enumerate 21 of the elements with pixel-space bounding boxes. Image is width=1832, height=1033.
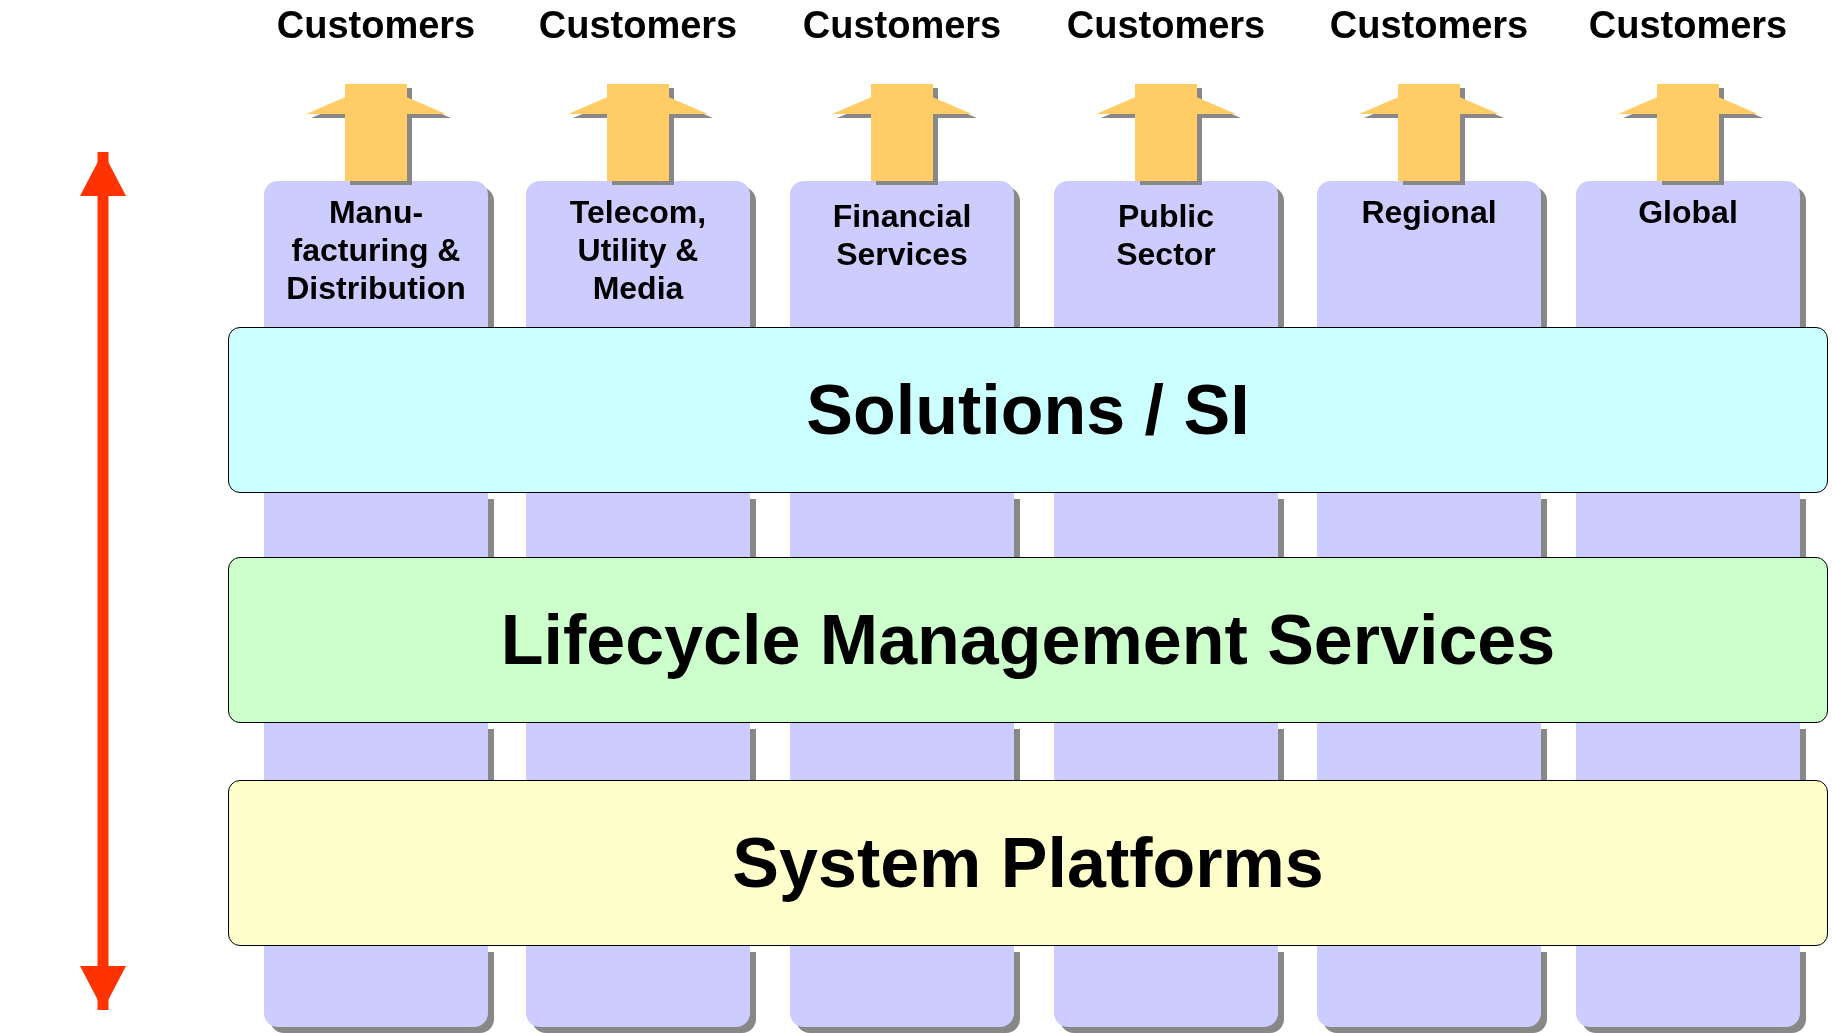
segment-label: Global xyxy=(1637,193,1739,231)
segment-label: Regional xyxy=(1360,193,1498,231)
segment-label: Financial Services xyxy=(831,197,973,273)
customers-label: Customers xyxy=(1041,4,1291,47)
customers-label: Customers xyxy=(513,4,763,47)
block-arrow xyxy=(1618,84,1758,181)
block-arrow xyxy=(306,84,446,181)
layer-band: Lifecycle Management Services xyxy=(228,557,1828,723)
customers-label: Customers xyxy=(1304,4,1554,47)
customers-label: Customers xyxy=(777,4,1027,47)
customers-label: Customers xyxy=(1563,4,1813,47)
layer-band: Solutions / SI xyxy=(228,327,1828,493)
segment-label: Manu- facturing & Distribution xyxy=(285,193,467,307)
customers-label: Customers xyxy=(251,4,501,47)
segment-label: Telecom, Utility & Media xyxy=(568,193,708,307)
block-arrow xyxy=(1359,84,1499,181)
segment-label: Public Sector xyxy=(1115,197,1217,273)
layer-band: System Platforms xyxy=(228,780,1828,946)
block-arrow xyxy=(832,84,972,181)
block-arrow xyxy=(1096,84,1236,181)
block-arrow xyxy=(568,84,708,181)
